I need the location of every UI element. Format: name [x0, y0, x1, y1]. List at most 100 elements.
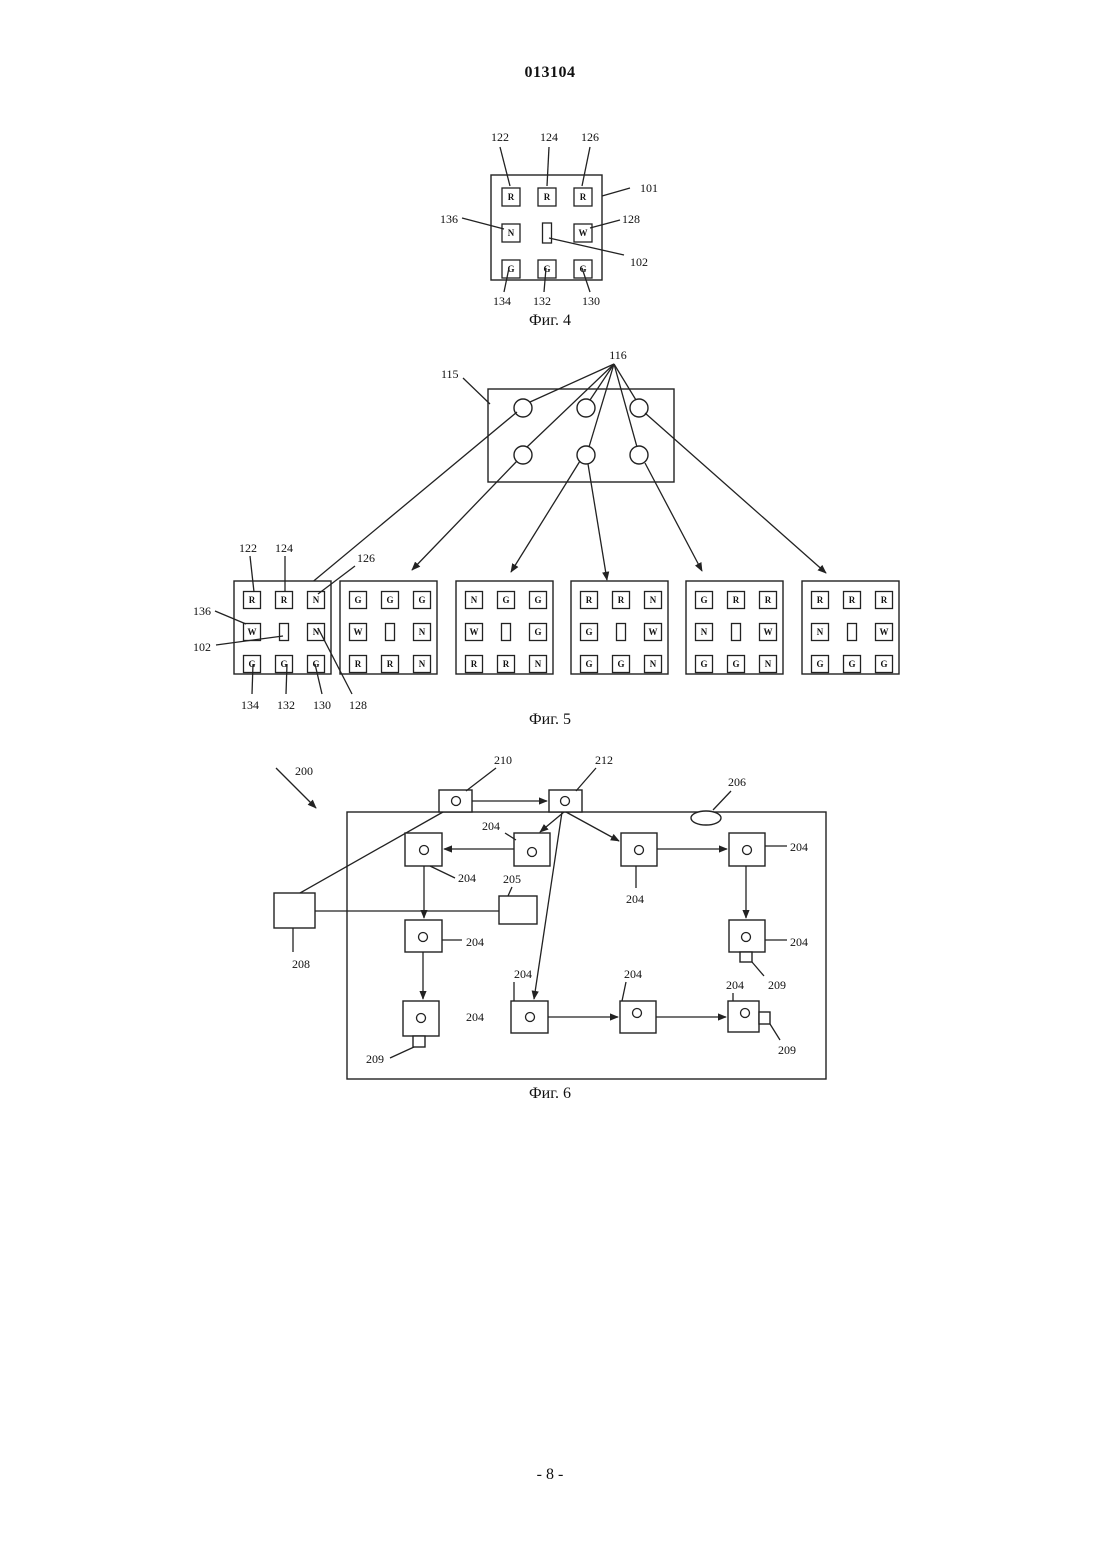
- fig6-ref-204: 204: [790, 840, 808, 854]
- center-slot: [617, 624, 626, 641]
- grid-cell-letter: W: [354, 627, 363, 637]
- grid-cell-letter: W: [470, 627, 479, 637]
- fig5-ref-134: 134: [241, 698, 259, 712]
- fig6-ref-204: 204: [624, 967, 642, 981]
- fig6-ref-209: 209: [366, 1052, 384, 1066]
- fig4-ref-122: 122: [491, 130, 509, 144]
- grid-cell-letter: G: [248, 659, 255, 669]
- grid-cell-letter: G: [386, 595, 393, 605]
- grid-cell-letter: W: [649, 627, 658, 637]
- grid-cell-letter: R: [281, 595, 288, 605]
- grid-cell-letter: R: [733, 595, 740, 605]
- fig4-caption: Фиг. 4: [529, 312, 571, 329]
- fig5-panel: RRRNWGGG: [802, 581, 899, 674]
- grid-cell-letter: R: [387, 659, 394, 669]
- grid-cell-letter: G: [354, 595, 361, 605]
- fig5-ref-124: 124: [275, 541, 293, 555]
- grid-cell-letter: R: [881, 595, 888, 605]
- grid-cell-letter: G: [543, 264, 550, 274]
- fig5-lens: [630, 446, 648, 464]
- fig5-lens: [577, 399, 595, 417]
- fig6-sensor-209: [740, 952, 752, 962]
- fig4-ref-128: 128: [622, 212, 640, 226]
- fig6-node-204: [729, 833, 765, 866]
- fig6-ref-204: 204: [790, 935, 808, 949]
- fig4-grid: RRRNWGGG: [502, 188, 592, 278]
- grid-cell-letter: N: [650, 595, 657, 605]
- grid-cell-letter: W: [579, 228, 588, 238]
- center-slot: [732, 624, 741, 641]
- grid-cell-letter: N: [419, 627, 426, 637]
- grid-cell-letter: R: [849, 595, 856, 605]
- fig6-ref-204: 204: [466, 1010, 484, 1024]
- fig6-source-212: [549, 790, 582, 812]
- fig6-node-204: [621, 833, 657, 866]
- fig5-ref-128: 128: [349, 698, 367, 712]
- fig6-ellipse-206: [691, 811, 721, 825]
- fig6-ref-204: 204: [514, 967, 532, 981]
- grid-cell-letter: G: [418, 595, 425, 605]
- fig6-ref-200: 200: [295, 764, 313, 778]
- fig6-ref-206: 206: [728, 775, 746, 789]
- grid-cell-letter: G: [534, 627, 541, 637]
- grid-cell-letter: W: [880, 627, 889, 637]
- fig6-ref-209: 209: [778, 1043, 796, 1057]
- grid-cell-letter: G: [700, 659, 707, 669]
- fig6-node-204: [405, 833, 442, 866]
- grid-cell-letter: G: [585, 659, 592, 669]
- fig6-ref-212: 212: [595, 753, 613, 767]
- fig6-ref-204: 204: [458, 871, 476, 885]
- grid-cell-letter: R: [586, 595, 593, 605]
- fig6-node-204: [620, 1001, 656, 1033]
- fig6-ref-204: 204: [482, 819, 500, 833]
- figure-6: 200 210 212 206 208 205: [274, 753, 826, 1102]
- center-slot: [543, 223, 552, 243]
- grid-cell-letter: G: [617, 659, 624, 669]
- fig4-ref-130: 130: [582, 294, 600, 308]
- fig5-ref-102: 102: [193, 640, 211, 654]
- fig6-caption: Фиг. 6: [529, 1085, 571, 1102]
- page-number: - 8 -: [0, 1466, 1100, 1484]
- fig5-ref-122: 122: [239, 541, 257, 555]
- grid-cell-letter: R: [471, 659, 478, 669]
- fig4-ref-126: 126: [581, 130, 599, 144]
- grid-cell-letter: G: [502, 595, 509, 605]
- grid-cell-letter: W: [764, 627, 773, 637]
- fig5-panel: NGGWGRRN: [456, 581, 553, 674]
- grid-cell-letter: R: [580, 192, 587, 202]
- grid-cell-letter: G: [880, 659, 887, 669]
- fig6-block-205: [499, 896, 537, 924]
- fig6-node-204: [405, 920, 442, 952]
- fig6-controller-208: [274, 893, 315, 928]
- grid-cell-letter: N: [650, 659, 657, 669]
- grid-cell-letter: R: [544, 192, 551, 202]
- fig6-ref-208: 208: [292, 957, 310, 971]
- grid-cell-letter: N: [765, 659, 772, 669]
- grid-cell-letter: N: [535, 659, 542, 669]
- grid-cell-letter: R: [508, 192, 515, 202]
- fig5-ref-132: 132: [277, 698, 295, 712]
- fig6-ref-204: 204: [626, 892, 644, 906]
- grid-cell-letter: R: [503, 659, 510, 669]
- grid-cell-letter: R: [249, 595, 256, 605]
- fig5-ref-116: 116: [609, 348, 627, 362]
- fig5-ref-115: 115: [441, 367, 459, 381]
- center-slot: [280, 624, 289, 641]
- center-slot: [848, 624, 857, 641]
- fig5-ref-130: 130: [313, 698, 331, 712]
- fig6-sensor-209: [413, 1036, 425, 1047]
- fig4-ref-124: 124: [540, 130, 558, 144]
- grid-cell-letter: R: [618, 595, 625, 605]
- grid-cell-letter: G: [732, 659, 739, 669]
- fig5-panel: RRNGWGGN: [571, 581, 668, 674]
- grid-cell-letter: G: [534, 595, 541, 605]
- grid-cell-letter: R: [765, 595, 772, 605]
- fig5-ref-136: 136: [193, 604, 211, 618]
- fig4-ref-134: 134: [493, 294, 511, 308]
- figure-4: RRRNWGGG 122 124 126 101 136 128 102 134…: [440, 130, 658, 329]
- fig6-ref-210: 210: [494, 753, 512, 767]
- grid-cell-letter: N: [419, 659, 426, 669]
- grid-cell-letter: G: [848, 659, 855, 669]
- fig6-node-204: [511, 1001, 548, 1033]
- fig4-ref-132: 132: [533, 294, 551, 308]
